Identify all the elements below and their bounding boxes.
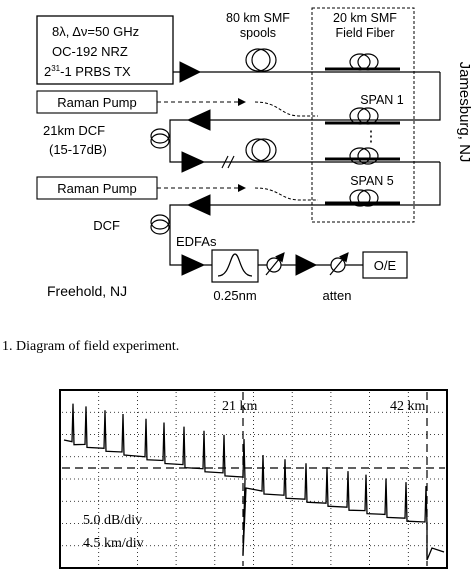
- attenuator-icon: [265, 252, 285, 276]
- dcf-spool-icon: [150, 128, 170, 149]
- oe-label: O/E: [374, 258, 397, 273]
- scale-db-label: 5.0 dB/div: [83, 513, 142, 528]
- amplifier-icon: [295, 254, 318, 276]
- amplifier-icon: [186, 194, 211, 216]
- fiber-spool-icon: [349, 107, 379, 125]
- transmitter-box: [36, 15, 174, 85]
- dcf-label-1: 21km DCF: [43, 123, 105, 138]
- span-1-label: SPAN 1: [360, 93, 404, 107]
- field-fiber-label-2: Field Fiber: [335, 26, 394, 40]
- scale-km-label: 4.5 km/div: [83, 536, 144, 551]
- smf-spools-label-1: 80 km SMF: [226, 11, 290, 25]
- amplifier-icon: [181, 254, 206, 276]
- filter-label: 0.25nm: [213, 288, 256, 303]
- jamesburg-label: Jamesburg, NJ: [456, 62, 473, 163]
- smf-spools-label-2: spools: [240, 26, 276, 40]
- field-fiber-box: [311, 7, 415, 223]
- edfas-label: EDFAs: [176, 234, 217, 249]
- tx-line2: OC-192 NRZ: [52, 44, 128, 59]
- tx-line3: 231-1 PRBS TX: [44, 64, 131, 79]
- dcf-spool-icon: [150, 214, 170, 235]
- fiber-spool-icon: [245, 48, 277, 72]
- fiber-spool-icon: [349, 189, 379, 207]
- label-21km: 21 km: [222, 399, 258, 414]
- field-fiber-label-1: 20 km SMF: [333, 11, 397, 25]
- atten-label: atten: [323, 288, 352, 303]
- otdr-trace-line: [63, 403, 445, 561]
- oe-receiver-box: [362, 251, 408, 279]
- system-diagram: 8λ, Δν=50 GHz OC-192 NRZ 231-1 PRBS TX 2…: [36, 7, 473, 303]
- trace-grid: [62, 392, 445, 566]
- freehold-label: Freehold, NJ: [47, 283, 127, 299]
- fiber-spool-icon: [349, 147, 379, 165]
- raman-pump-label-2: Raman Pump: [57, 181, 136, 196]
- amplifier-icon: [179, 61, 202, 83]
- amplifier-icon: [186, 109, 211, 131]
- optical-filter-box: [211, 249, 259, 283]
- figure-caption: 1. Diagram of field experiment.: [2, 339, 179, 354]
- otdr-trace-panel: 21 km 42 km 5.0 dB/div 4.5 km/div: [59, 389, 448, 569]
- trace-frame: [59, 389, 448, 569]
- label-42km: 42 km: [390, 399, 426, 414]
- span-5-label: SPAN 5: [350, 174, 394, 188]
- dcf-label-2b: DCF: [93, 218, 120, 233]
- fiber-spool-icon: [349, 53, 379, 71]
- tx-line1: 8λ, Δν=50 GHz: [52, 24, 139, 39]
- attenuator-icon: [329, 252, 349, 276]
- dcf-label-2: (15-17dB): [49, 142, 107, 157]
- fiber-spool-icon: [245, 138, 277, 162]
- loop-right-1: [410, 72, 441, 121]
- raman-pump-label-1: Raman Pump: [57, 95, 136, 110]
- span-ellipsis: ⋮: [364, 128, 379, 145]
- amplifier-icon: [181, 151, 206, 173]
